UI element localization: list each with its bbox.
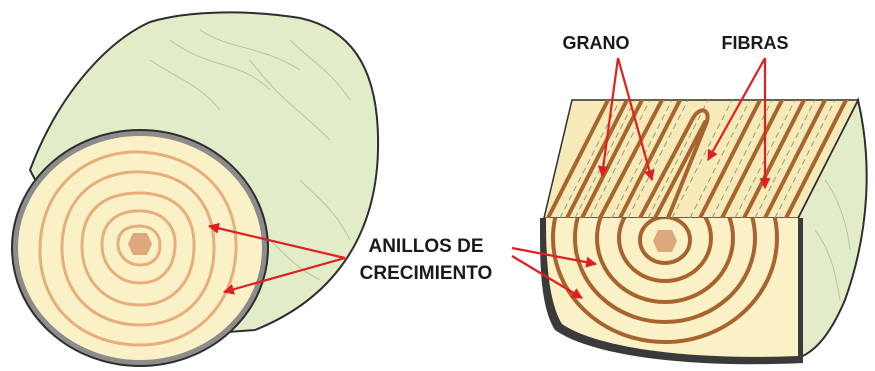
label-anillos-line1: ANILLOS DE	[368, 236, 483, 257]
log-left-pith	[128, 233, 152, 255]
log-left	[12, 12, 378, 366]
log-right	[540, 100, 867, 364]
label-anillos-line2: CRECIMIENTO	[360, 263, 493, 284]
label-fibras: FIBRAS	[722, 33, 789, 53]
log-right-pith	[653, 230, 677, 252]
label-grano: GRANO	[563, 33, 630, 53]
